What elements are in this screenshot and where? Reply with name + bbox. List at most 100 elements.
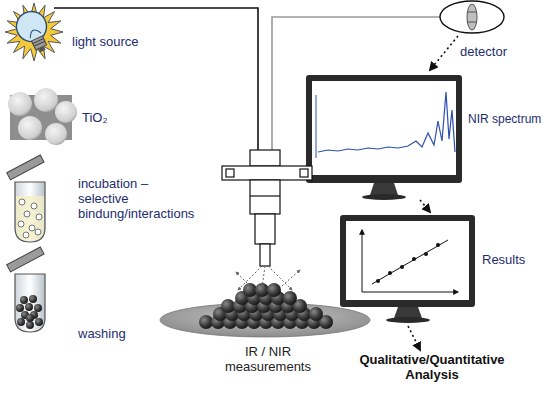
spectrum-monitor [318, 92, 455, 152]
detector-icon [440, 1, 504, 33]
test-tube [23, 232, 29, 238]
light-bulb-icon [12, 7, 57, 58]
label-holder: washing [78, 326, 148, 341]
results-monitor [340, 215, 475, 323]
sample-plate [267, 283, 281, 297]
light-bulb-icon [34, 41, 45, 46]
label-text: Qualitative/Quantitative Analysis [352, 352, 512, 382]
spectrum-monitor [306, 75, 462, 183]
test-tube [24, 211, 30, 217]
test-tube [7, 155, 45, 242]
results-monitor [362, 292, 458, 293]
nir-probe [222, 150, 312, 266]
nir-probe [260, 244, 270, 266]
sample-plate [221, 299, 235, 313]
results-monitor [376, 279, 380, 283]
dotted-arrow [420, 200, 430, 212]
sample-plate [309, 307, 323, 321]
sample-plate [243, 283, 257, 297]
label-holder: NIR spectrum [468, 112, 546, 127]
light-cone [236, 266, 300, 290]
light-bulb-icon [28, 28, 41, 39]
test-tube [26, 314, 34, 322]
detector-icon [440, 1, 504, 33]
results-monitor [412, 257, 416, 261]
detector-icon [467, 4, 477, 30]
test-tube [35, 318, 43, 326]
test-tube [25, 303, 33, 311]
fibre-cable [54, 8, 258, 152]
label-text: Results [482, 252, 542, 267]
results-monitor [372, 240, 448, 284]
light-cone [236, 272, 250, 286]
test-tube [7, 247, 44, 272]
test-tube [19, 199, 25, 205]
label-holder: Results [482, 252, 542, 267]
test-tube [31, 203, 37, 209]
label-text: incubation – selective bindung/interacti… [78, 176, 194, 221]
label-text: TiO₂ [82, 110, 132, 125]
test-tube [15, 182, 45, 242]
label-text: IR / NIR measurements [218, 344, 318, 374]
label-text: washing [78, 326, 148, 341]
test-tube [29, 295, 37, 303]
results-monitor [436, 243, 440, 247]
nir-probe [250, 195, 280, 196]
spectrum-monitor [370, 183, 398, 195]
sample-plate [255, 283, 269, 297]
spectrum-monitor [312, 81, 456, 175]
nir-probe [250, 150, 280, 166]
test-tube [29, 225, 35, 231]
spectrum-monitor [316, 95, 317, 158]
label-holder: light source [72, 34, 162, 49]
nir-probe [222, 166, 312, 180]
dotted-arrow [408, 326, 420, 350]
label-holder: Qualitative/Quantitative Analysis [352, 352, 512, 382]
sample-plate [199, 315, 213, 329]
light-cone [238, 266, 262, 290]
spectrum-monitor [362, 194, 406, 200]
test-tube [16, 304, 24, 312]
light-bulb-icon [5, 3, 63, 61]
test-tube [35, 229, 41, 235]
test-tube [18, 199, 42, 238]
detector-icon [467, 22, 477, 23]
test-tube [17, 318, 25, 326]
sample-plate [160, 283, 370, 337]
test-tube [7, 247, 45, 332]
test-tube [7, 155, 44, 180]
results-monitor [388, 271, 392, 275]
label-text: NIR spectrum [468, 112, 546, 127]
test-tube [16, 295, 43, 329]
sem-image [55, 101, 77, 123]
results-monitor [362, 230, 363, 292]
nir-probe [226, 169, 234, 177]
dotted-arrow [430, 36, 458, 70]
results-monitor [424, 252, 428, 256]
sem-image [18, 116, 42, 140]
test-tube [20, 296, 28, 304]
spectrum-monitor [306, 75, 462, 200]
label-text: light source [72, 34, 162, 49]
sample-plate [283, 291, 297, 305]
light-bulb-icon [5, 3, 63, 61]
label-holder: detector [460, 44, 530, 59]
sem-image [34, 88, 58, 112]
nir-probe [300, 169, 308, 177]
detector-icon [467, 12, 477, 13]
results-monitor [386, 317, 430, 323]
nir-probe [255, 214, 275, 244]
light-cone [262, 266, 265, 288]
results-monitor [376, 243, 440, 283]
results-monitor [340, 215, 475, 307]
sem-image [8, 88, 77, 145]
test-tube [36, 214, 42, 220]
test-tube [18, 221, 24, 227]
light-cone [268, 266, 292, 290]
dotted-arrow [408, 36, 458, 350]
test-tube [26, 321, 34, 329]
light-cone [282, 270, 300, 286]
label-text: detector [460, 44, 530, 59]
results-monitor [394, 307, 422, 318]
